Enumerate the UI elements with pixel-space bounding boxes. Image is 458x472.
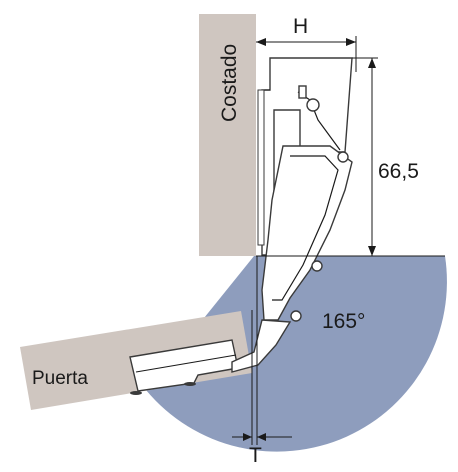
hinge-cup [129,339,239,395]
door-label: Puerta [32,368,88,389]
side-panel [199,14,256,256]
dimension-vertical [256,57,445,257]
dimension-t-label: T [249,444,262,467]
angle-label: 165° [322,310,365,333]
dimension-h-label: H [293,15,308,38]
hinge-arm-base [257,57,353,256]
dimension-t [232,433,292,441]
dimension-vertical-label: 66,5 [378,160,419,183]
opening-angle-sector [146,256,447,452]
dimension-h [256,36,357,72]
side-panel-label: Costado [218,44,241,122]
hinge-arm [231,85,353,373]
